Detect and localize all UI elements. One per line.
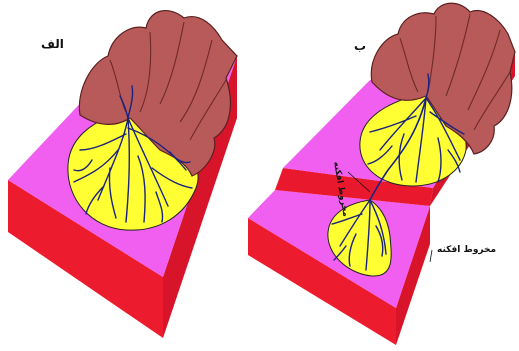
lower-annotation-text: مخروط افکنه bbox=[437, 245, 496, 255]
lower-annotation-leader bbox=[430, 250, 432, 262]
panel-b-block bbox=[248, 3, 515, 345]
panel-b-label: ب bbox=[354, 39, 366, 53]
panel-a-block bbox=[8, 11, 237, 338]
panel-a-label: الف bbox=[41, 37, 64, 51]
